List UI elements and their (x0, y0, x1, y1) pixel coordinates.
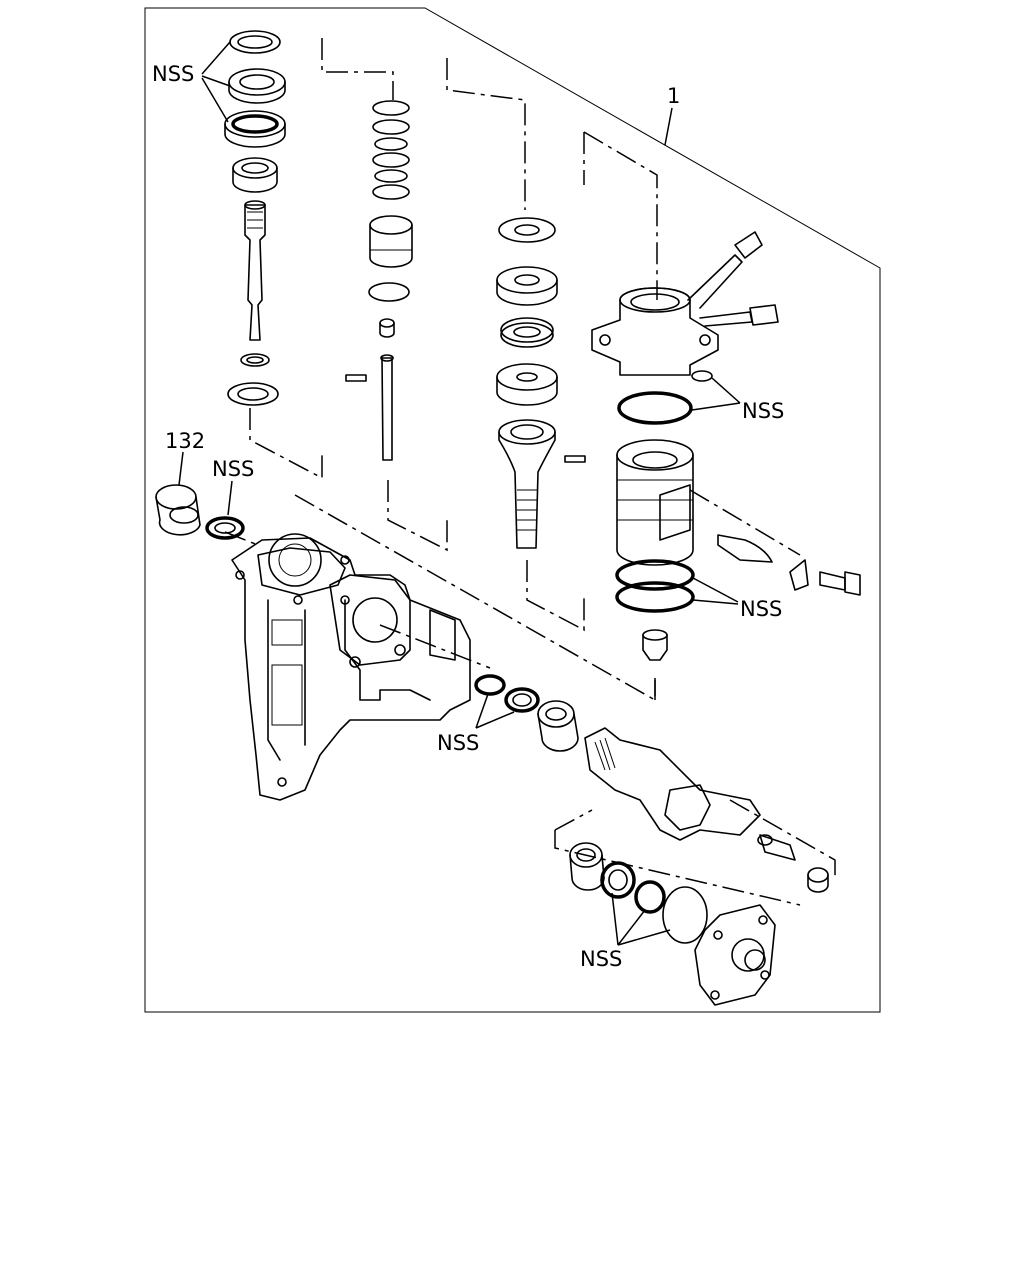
nss-label-cover-seals: NSS (580, 947, 622, 971)
piston-ring-2 (615, 581, 695, 613)
assembly-number-label: 1 (667, 84, 680, 108)
diagram-frame (144, 7, 881, 1013)
rack-piston (616, 439, 694, 566)
piston-ring-1 (615, 559, 695, 591)
ball-guide (717, 534, 773, 563)
assembly-bracket: 1 (664, 84, 680, 146)
input-shaft-stack (224, 30, 286, 406)
sector-seal-1 (474, 674, 506, 696)
part-132-label: 132 (165, 429, 205, 453)
sector-bearing (537, 700, 579, 752)
cover-bearing (569, 842, 605, 891)
worm-stack (496, 217, 586, 549)
nss-label-piston-rings: NSS (740, 597, 782, 621)
nss-cover-leader (611, 892, 671, 946)
nss-top-left-leader (201, 41, 231, 123)
housing-oring (617, 391, 693, 425)
nss-housing-leader (691, 377, 741, 411)
left-seal (205, 516, 245, 540)
cover-seal-1 (600, 861, 636, 899)
plug-fitting (642, 629, 668, 661)
nss-sector-leader (475, 693, 515, 729)
explode-lines (224, 38, 836, 906)
adjuster-plug-132 (155, 484, 201, 536)
gear-housing (231, 533, 471, 801)
clamp-bolt (789, 559, 861, 596)
cover-gasket (662, 886, 708, 944)
nss-piston-leader (692, 577, 739, 605)
nss-label-top-left: NSS (152, 62, 194, 86)
nss-label-sector-seals: NSS (437, 731, 479, 755)
cover-seal-2 (634, 880, 666, 914)
adjuster-screw (757, 834, 829, 893)
valve-housing (591, 231, 779, 382)
sector-seal-2 (504, 687, 540, 713)
valve-stack (345, 100, 413, 461)
side-cover (694, 904, 776, 1006)
sector-shaft (584, 727, 761, 841)
nss-label-housing-oring: NSS (742, 399, 784, 423)
nss-label-left-seal: NSS (212, 457, 254, 481)
